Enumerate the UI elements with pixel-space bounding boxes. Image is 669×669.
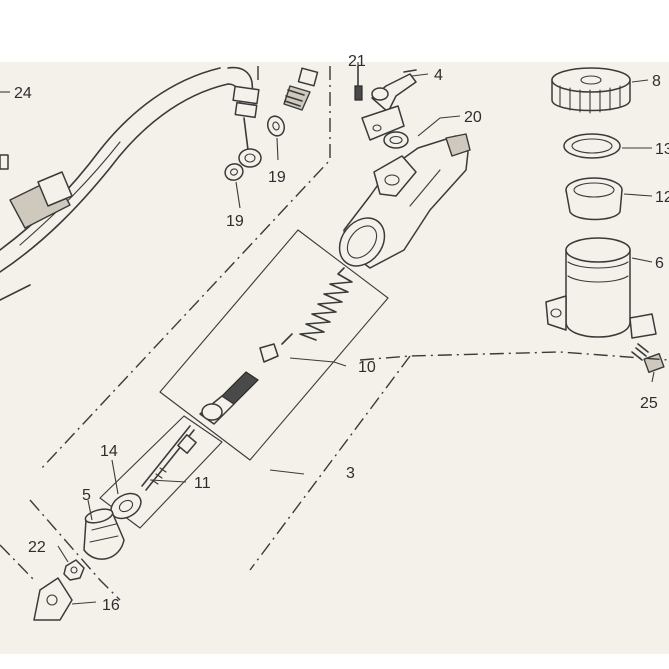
diaphragm-12	[565, 177, 623, 221]
brake-hose-part	[0, 66, 262, 301]
callout-16: 16	[102, 597, 120, 614]
spring-seat	[259, 343, 279, 363]
callout-19-upper: 19	[268, 169, 286, 186]
clevis-16	[33, 577, 73, 621]
reservoir-6	[545, 237, 657, 339]
callout-13: 13	[655, 141, 669, 158]
callout-14: 14	[100, 443, 118, 460]
push-rod-11	[141, 425, 197, 491]
callout-20: 20	[464, 109, 482, 126]
callout-25: 25	[640, 395, 658, 412]
callout-21: 21	[348, 53, 366, 70]
screw-21	[354, 65, 363, 101]
callout-24: 24	[14, 85, 32, 102]
callout-3: 3	[346, 465, 355, 482]
reservoir-hose-joint-4	[361, 69, 417, 141]
banjo-bolt	[283, 67, 319, 111]
o-ring-20	[383, 131, 409, 149]
master-cylinder-body-3	[338, 133, 471, 269]
reservoir-cap-8	[551, 67, 631, 114]
callout-4: 4	[434, 67, 443, 84]
callout-19-lower: 19	[226, 213, 244, 230]
callout-8: 8	[652, 73, 661, 90]
callout-11: 11	[194, 475, 211, 492]
piston-kit-frame-10	[159, 229, 389, 461]
callout-12: 12	[655, 189, 669, 206]
washer-19-upper	[266, 115, 286, 137]
boot-5	[83, 508, 125, 560]
callout-22: 22	[28, 539, 46, 556]
push-rod-frame	[99, 415, 223, 529]
callout-10: 10	[358, 359, 376, 376]
nut-22	[63, 559, 85, 581]
callout-5: 5	[82, 487, 91, 504]
spring	[281, 267, 353, 345]
washer-19-lower	[224, 163, 244, 181]
callout-6: 6	[655, 255, 664, 272]
piston	[199, 371, 259, 425]
diaphragm-plate-13	[563, 133, 621, 159]
